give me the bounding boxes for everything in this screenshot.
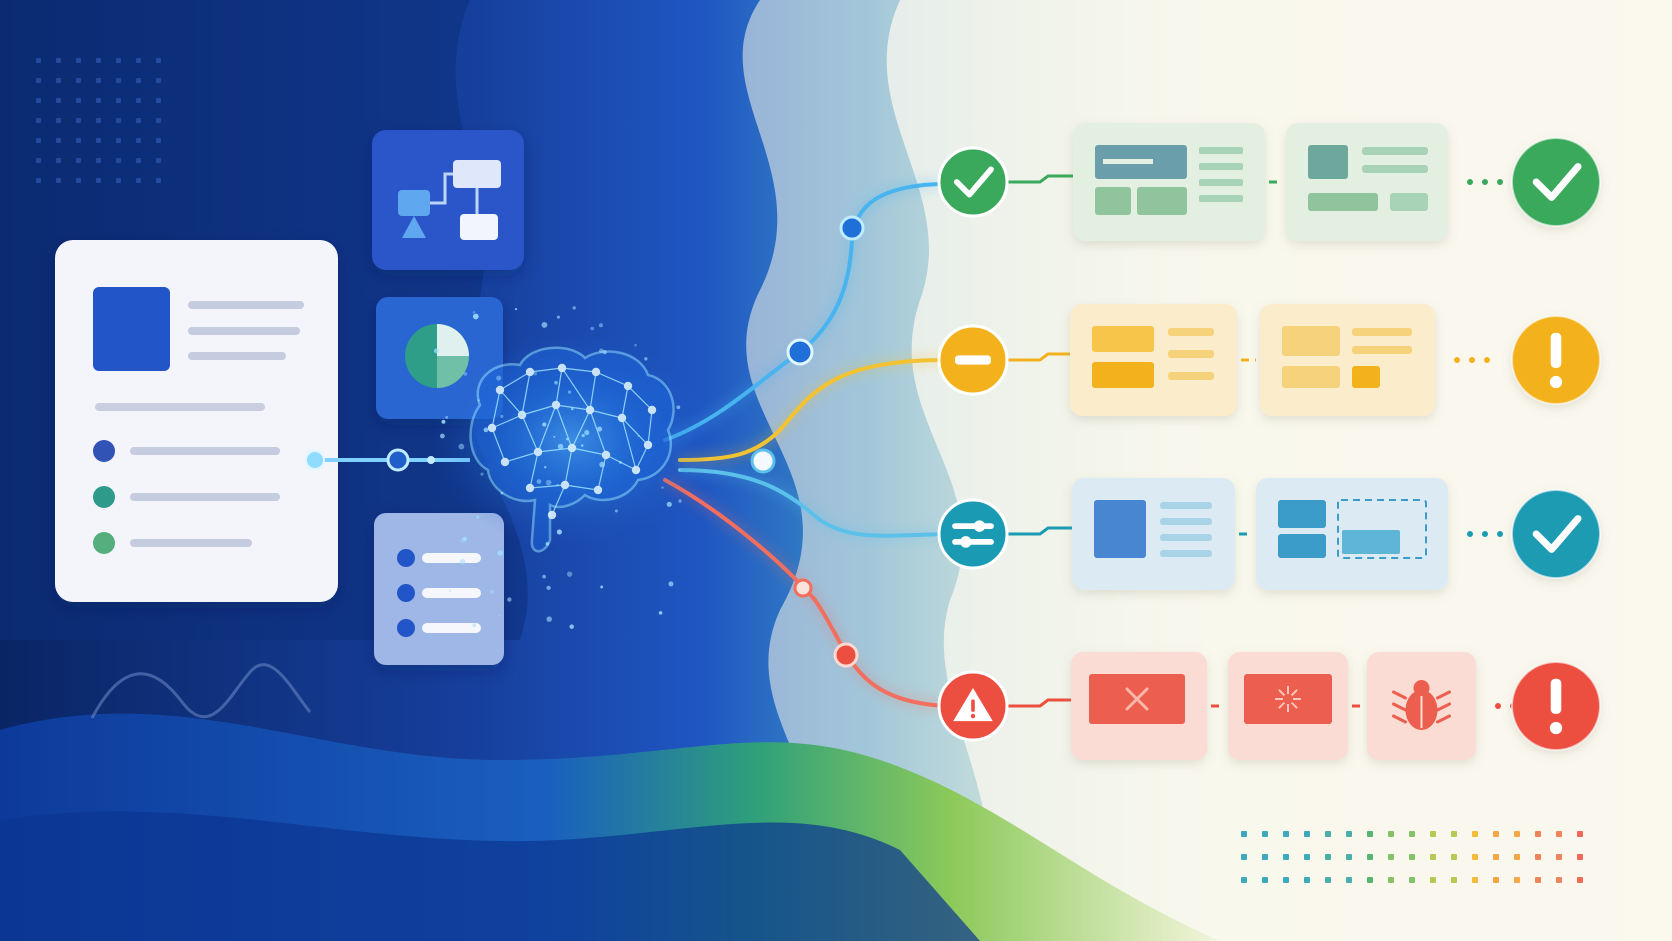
step-panel[interactable] [1260,304,1435,416]
status-node-adjusted[interactable] [937,498,1009,570]
result-path-success [937,123,1601,241]
exclamation-icon [1549,332,1563,389]
result-path-warning [937,304,1601,416]
pie-chart-icon [405,324,469,388]
step-panel[interactable] [1070,304,1237,416]
result-paths [937,123,1601,760]
dot-grid-decoration [36,58,161,183]
step-panel[interactable] [1072,478,1235,590]
step-panel[interactable] [1071,652,1207,760]
color-dot-grid-decoration [1241,831,1583,883]
check-icon [1532,163,1582,201]
brain-network-icon[interactable] [432,330,712,553]
tool-tile-checklist[interactable] [374,513,504,665]
status-node-success[interactable] [937,146,1009,218]
checklist-icon [397,549,481,637]
document-icon [93,287,170,371]
outcome-badge-warning[interactable] [1511,315,1601,405]
wave-line-decoration [90,663,312,719]
check-icon [1532,515,1582,553]
outcome-badge-error[interactable] [1511,661,1601,751]
sliders-icon [952,520,994,548]
source-document-card[interactable] [55,240,338,602]
foreground-hill-dark [0,811,980,941]
bullet-dot [93,486,115,508]
check-icon [953,166,994,198]
warning-triangle-icon [953,688,993,722]
step-panel[interactable] [1228,652,1348,760]
outcome-badge-success[interactable] [1511,137,1601,227]
outcome-badge-adjusted[interactable] [1511,489,1601,579]
step-panel[interactable] [1073,123,1265,241]
minus-icon [955,355,991,365]
status-node-warning[interactable] [937,324,1009,396]
step-panel[interactable] [1286,123,1448,241]
tool-tile-flowchart[interactable] [372,130,524,270]
particle-decoration [433,306,682,629]
step-panel[interactable] [1367,652,1476,760]
result-path-adjusted [937,478,1601,590]
status-node-error[interactable] [937,670,1009,742]
exclamation-icon [1549,678,1563,735]
step-panel[interactable] [1256,478,1448,590]
bullet-dot [93,440,115,462]
flowchart-icon [398,160,501,240]
bullet-dot [93,532,115,554]
bug-icon [1392,680,1451,730]
result-path-error [937,652,1601,760]
branch-connectors [662,179,947,711]
